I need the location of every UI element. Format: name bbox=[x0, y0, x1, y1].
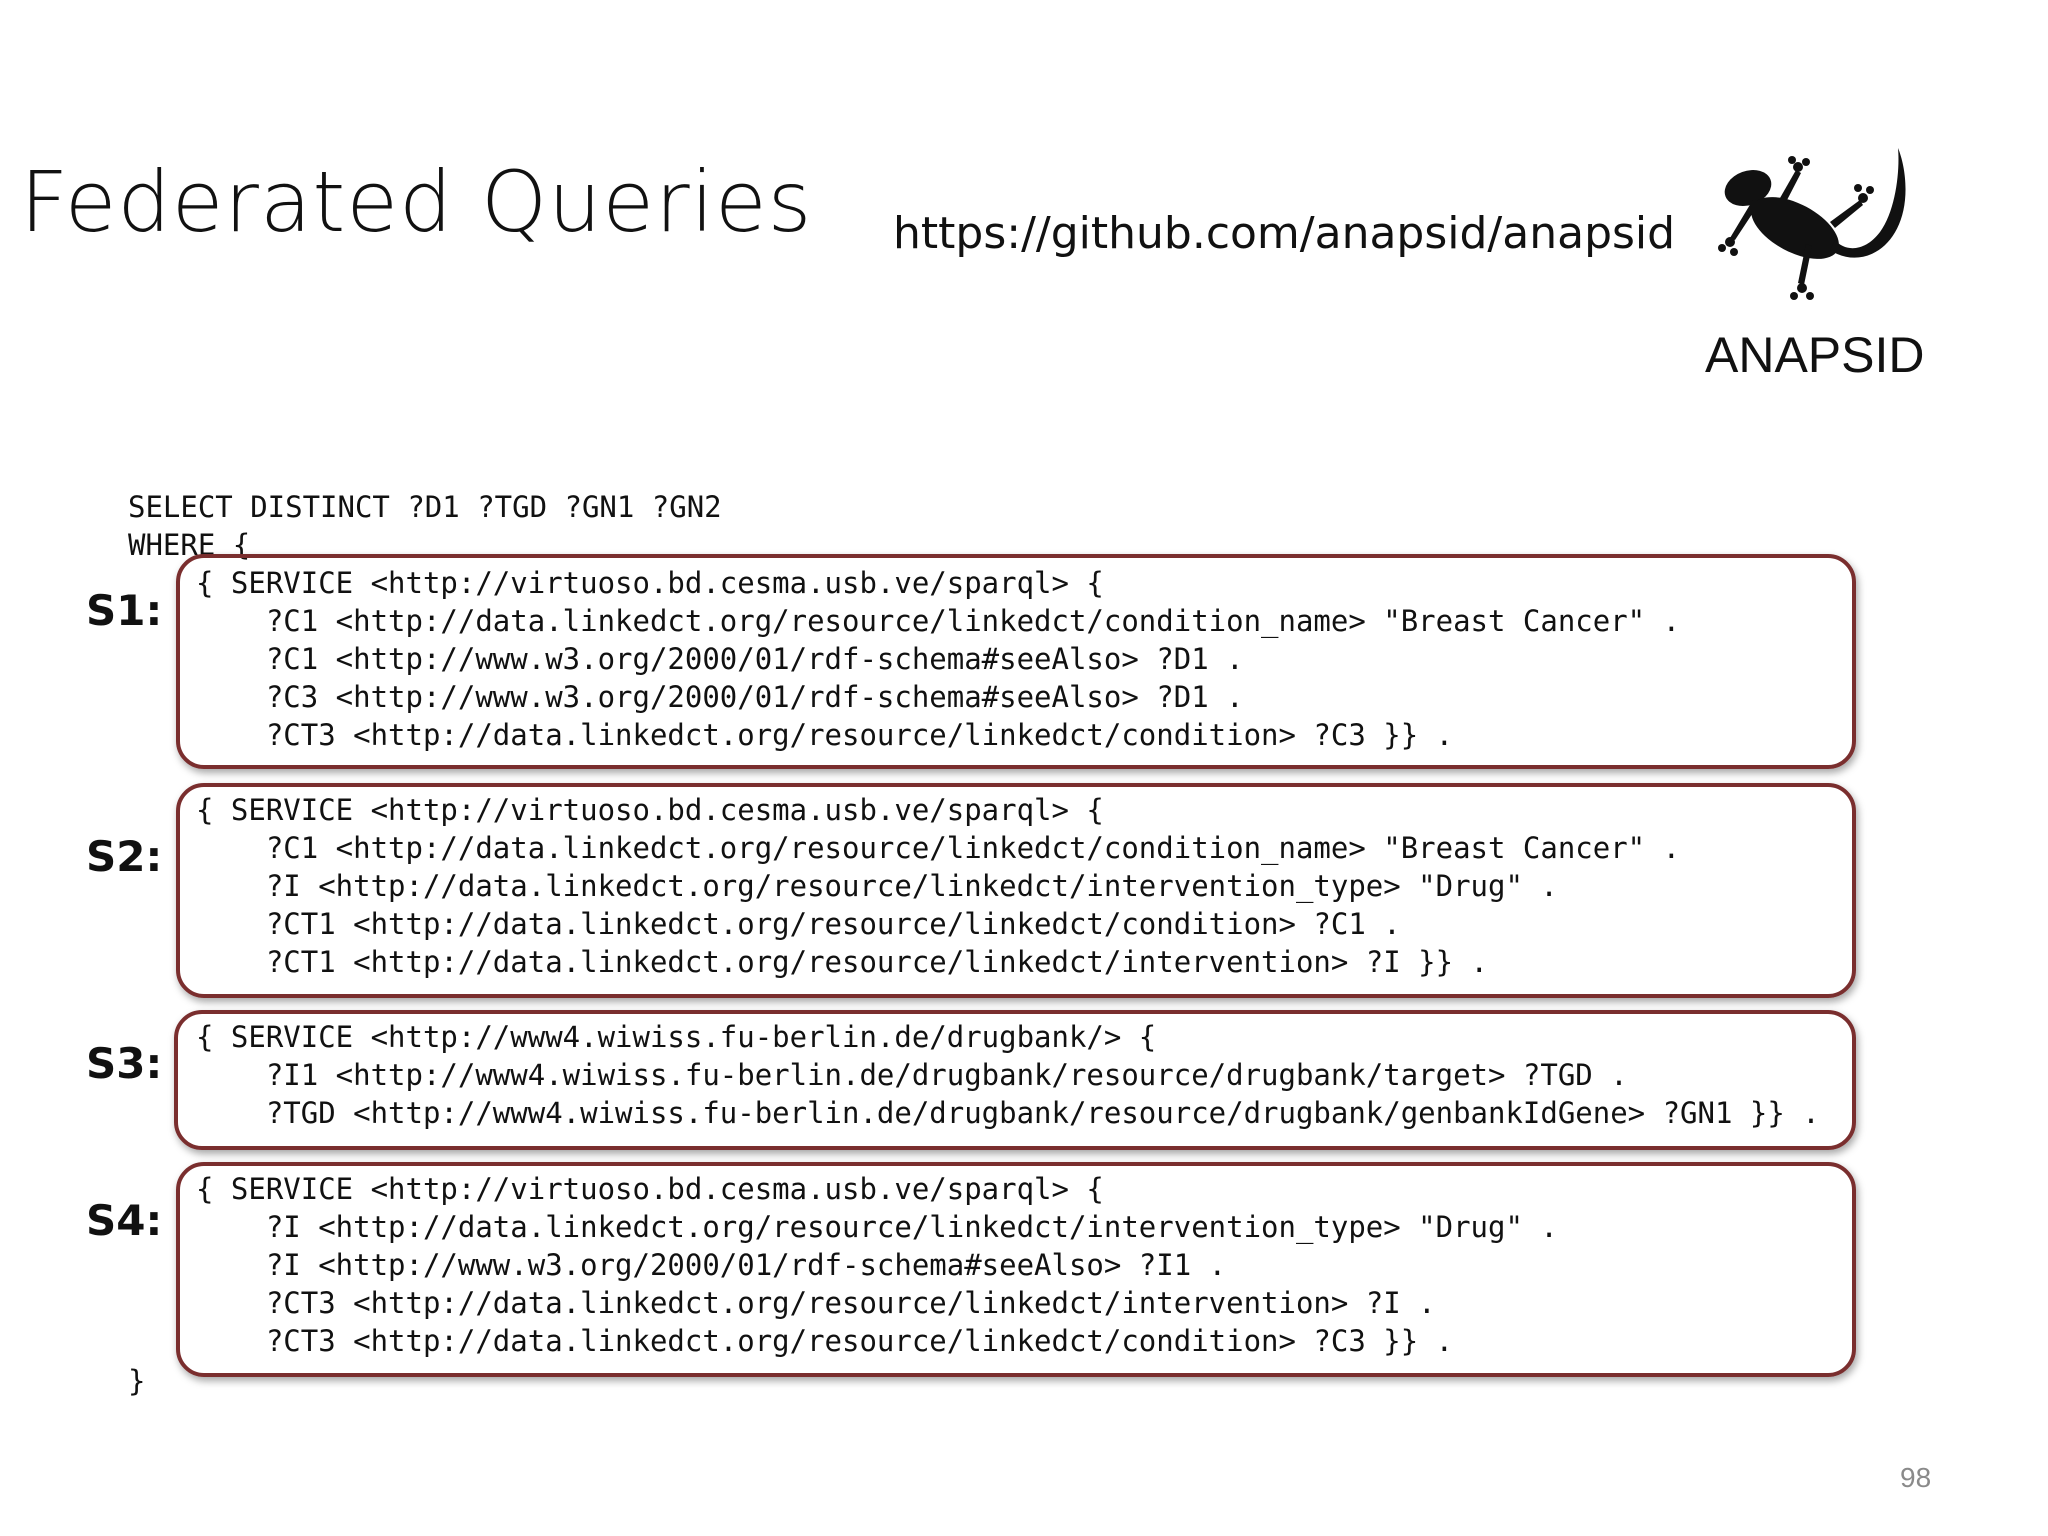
query-line: { SERVICE <http://virtuoso.bd.cesma.usb.… bbox=[196, 566, 1104, 600]
service-label-s1: S1: bbox=[86, 586, 163, 635]
github-url[interactable]: https://github.com/anapsid/anapsid bbox=[893, 208, 1676, 259]
query-line: ?C1 <http://data.linkedct.org/resource/l… bbox=[196, 831, 1681, 865]
service-box-s3 bbox=[174, 1010, 1856, 1150]
query-line: ?CT3 <http://data.linkedct.org/resource/… bbox=[196, 718, 1454, 752]
query-line: ?CT3 <http://data.linkedct.org/resource/… bbox=[196, 1286, 1436, 1320]
query-line: ?I1 <http://www4.wiwiss.fu-berlin.de/dru… bbox=[196, 1058, 1628, 1092]
logo-label: ANAPSID bbox=[1705, 327, 1925, 383]
service-box-s4 bbox=[176, 1162, 1856, 1377]
query-line: ?TGD <http://www4.wiwiss.fu-berlin.de/dr… bbox=[196, 1096, 1820, 1130]
select-clause: SELECT DISTINCT ?D1 ?TGD ?GN1 ?GN2 bbox=[128, 490, 722, 524]
query-line: ?CT3 <http://data.linkedct.org/resource/… bbox=[196, 1324, 1454, 1358]
query-line: ?CT1 <http://data.linkedct.org/resource/… bbox=[196, 945, 1489, 979]
service-box-s1 bbox=[176, 554, 1856, 769]
query-line: ?C3 <http://www.w3.org/2000/01/rdf-schem… bbox=[196, 680, 1244, 714]
closing-brace: } bbox=[128, 1364, 146, 1398]
service-label-s4: S4: bbox=[86, 1196, 163, 1245]
query-line: ?I <http://data.linkedct.org/resource/li… bbox=[196, 1210, 1558, 1244]
query-line: ?C1 <http://www.w3.org/2000/01/rdf-schem… bbox=[196, 642, 1244, 676]
query-line: ?C1 <http://data.linkedct.org/resource/l… bbox=[196, 604, 1681, 638]
query-line: ?I <http://data.linkedct.org/resource/li… bbox=[196, 869, 1558, 903]
query-line: { SERVICE <http://virtuoso.bd.cesma.usb.… bbox=[196, 793, 1104, 827]
service-box-s2 bbox=[176, 783, 1856, 998]
slide-title: Federated Queries bbox=[20, 153, 813, 251]
query-line: { SERVICE <http://virtuoso.bd.cesma.usb.… bbox=[196, 1172, 1104, 1206]
page-number: 98 bbox=[1900, 1462, 1932, 1493]
query-line: { SERVICE <http://www4.wiwiss.fu-berlin.… bbox=[196, 1020, 1157, 1054]
query-line: ?I <http://www.w3.org/2000/01/rdf-schema… bbox=[196, 1248, 1227, 1282]
gecko-icon bbox=[1718, 148, 1906, 300]
service-label-s2: S2: bbox=[86, 832, 163, 881]
query-line: ?CT1 <http://data.linkedct.org/resource/… bbox=[196, 907, 1401, 941]
service-label-s3: S3: bbox=[86, 1039, 163, 1088]
